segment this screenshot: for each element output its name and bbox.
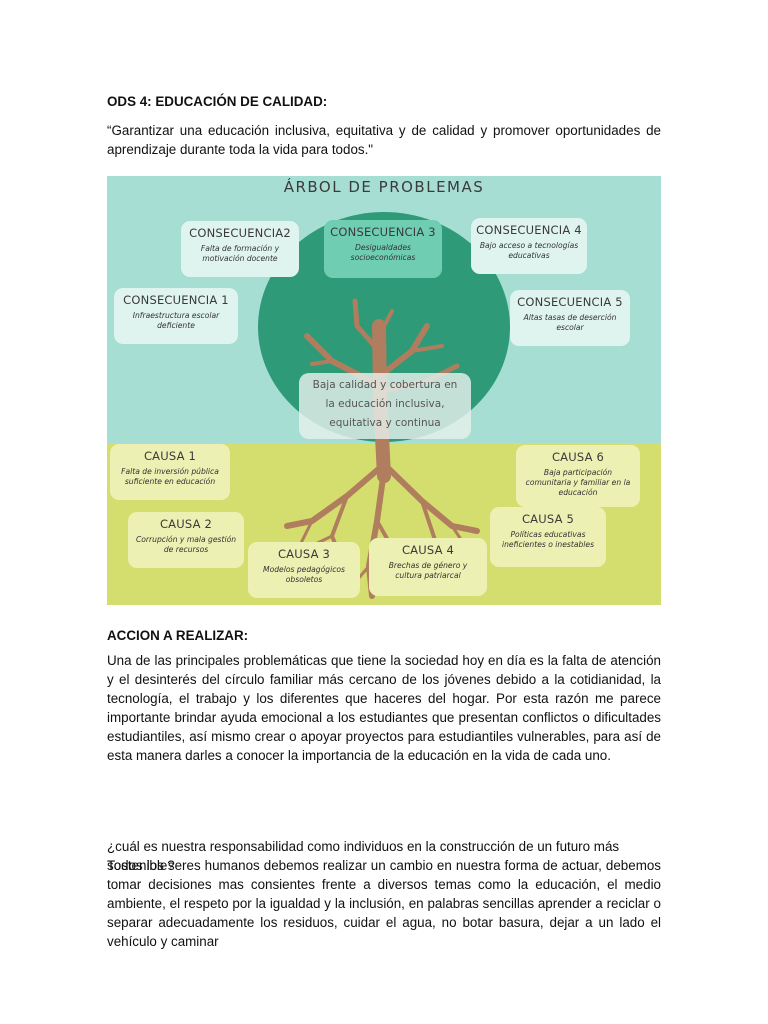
cause-title: CAUSA 6 [551,450,605,464]
consequence-desc: Altas tasas de deserción escolar [523,313,617,332]
cause-desc: Baja participación comunitaria y familia… [525,468,631,497]
cause-title: CAUSA 5 [521,512,575,526]
core-problem-line: la educación inclusiva, [325,398,445,410]
consequence-title: CONSECUENCIA 1 [123,293,229,307]
cause-desc: Corrupción y mala gestión de recursos [135,535,237,554]
consequence-title: CONSECUENCIA 5 [517,295,623,309]
core-problem-box: Baja calidad y cobertura en la educación… [299,373,471,439]
cause-desc: Modelos pedagógicos obsoletos [263,565,345,584]
cause-desc: Políticas educativas ineficientes o ines… [501,530,595,549]
cause-box-5: CAUSA 5 Políticas educativas ineficiente… [490,507,606,567]
consequence-box-3: CONSECUENCIA 3 Desigualdades socioeconóm… [324,220,442,278]
cause-box-6: CAUSA 6 Baja participación comunitaria y… [516,445,640,507]
consequence-desc: Falta de formación y motivación docente [200,244,280,263]
cause-desc: Brechas de género y cultura patriarcal [388,561,468,580]
action-paragraph: Una de las principales problemáticas que… [107,653,661,763]
cause-title: CAUSA 3 [277,547,331,561]
responsibility-answer: Todos los seres humanos debemos realizar… [107,858,661,949]
core-problem-line: equitativa y continua [329,417,441,429]
consequence-desc: Bajo acceso a tecnologías educativas [479,241,579,260]
consequence-box-4: CONSECUENCIA 4 Bajo acceso a tecnologías… [471,218,587,274]
cause-box-1: CAUSA 1 Falta de inversión pública sufic… [110,444,230,500]
cause-box-3: CAUSA 3 Modelos pedagógicos obsoletos [248,542,360,598]
ods-heading: ODS 4: EDUCACIÓN DE CALIDAD: [107,94,328,109]
responsibility-question: ¿cuál es nuestra responsabilidad como in… [107,839,620,873]
consequence-box-1: CONSECUENCIA 1 Infraestructura escolar d… [114,288,238,344]
cause-title: CAUSA 4 [401,543,455,557]
problem-tree-diagram: ÁRBOL DE PROBLEMAS CONSECUENCIA 1 Infrae… [107,176,661,605]
cause-title: CAUSA 1 [143,449,197,463]
consequence-box-2: CONSECUENCIA2 Falta de formación y motiv… [181,221,299,277]
diagram-title: ÁRBOL DE PROBLEMAS [283,178,485,196]
cause-box-4: CAUSA 4 Brechas de género y cultura patr… [369,538,487,596]
consequence-desc: Infraestructura escolar deficiente [132,311,220,330]
action-heading: ACCION A REALIZAR: [107,628,249,643]
consequence-desc: Desigualdades socioeconómicas [350,243,416,262]
consequence-box-5: CONSECUENCIA 5 Altas tasas de deserción … [510,290,630,346]
cause-title: CAUSA 2 [159,517,213,531]
cause-box-2: CAUSA 2 Corrupción y mala gestión de rec… [128,512,244,568]
consequence-title: CONSECUENCIA2 [189,226,291,240]
core-problem-line: Baja calidad y cobertura en [312,379,458,391]
ods-quote: “Garantizar una educación inclusiva, equ… [107,123,661,157]
consequence-title: CONSECUENCIA 3 [330,225,436,239]
cause-desc: Falta de inversión pública suficiente en… [121,467,219,486]
consequence-title: CONSECUENCIA 4 [476,223,582,237]
